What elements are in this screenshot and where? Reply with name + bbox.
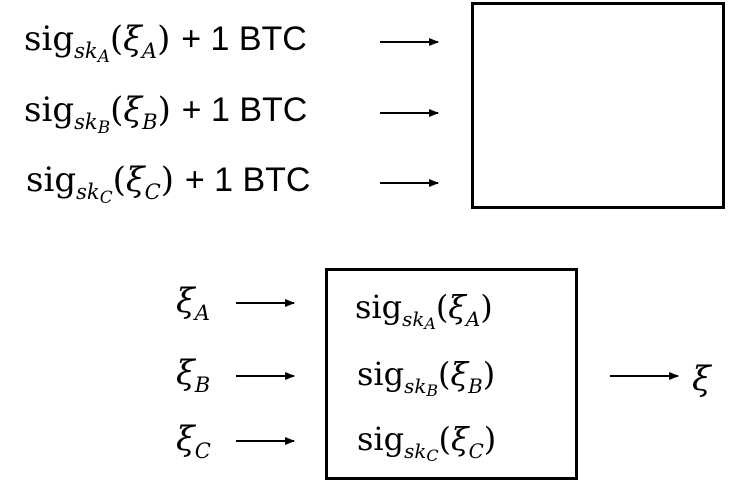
top-empty-box: [471, 2, 725, 209]
top-row-b: sigskB(ξB) + 1 BTC: [24, 90, 308, 138]
output-xi: ξ: [692, 359, 711, 399]
deposit-label-c: + 1 BTC: [184, 161, 311, 199]
input-xi-b: ξB: [176, 353, 211, 397]
signature-box: [325, 268, 578, 480]
signature-b: sigskB(ξB): [357, 355, 496, 401]
signature-a: sigskA(ξA): [355, 288, 493, 334]
input-xi-c: ξC: [176, 419, 211, 463]
top-row-c: sigskC(ξC) + 1 BTC: [26, 160, 311, 208]
deposit-label-b: + 1 BTC: [181, 91, 308, 129]
top-row-a: sigskA(ξA) + 1 BTC: [24, 19, 307, 67]
deposit-label-a: + 1 BTC: [181, 20, 307, 58]
input-xi-a: ξA: [176, 281, 210, 325]
signature-c: sigskC(ξC): [357, 420, 497, 466]
